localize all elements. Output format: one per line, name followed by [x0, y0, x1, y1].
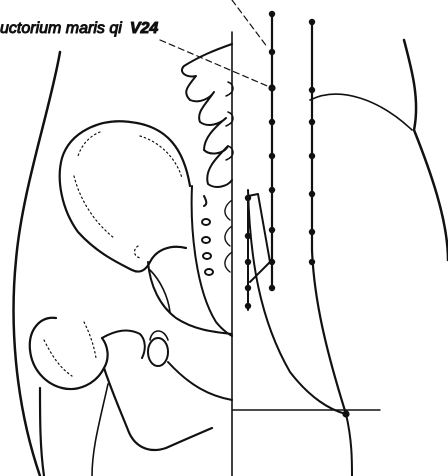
- gluteal-fold-upper: [310, 94, 412, 130]
- meridian-point: [309, 119, 315, 125]
- sacrum-ridge: [225, 200, 232, 272]
- leader-line-upper: [232, 0, 268, 48]
- meridian-point: [269, 227, 275, 233]
- left-body-contour: [14, 52, 60, 476]
- meridian-line-outer: [312, 20, 346, 414]
- femur-texture-1: [44, 340, 72, 376]
- sacral-foramen-1: [202, 219, 210, 225]
- meridian-point: [309, 229, 315, 235]
- point-label: uctorium maris qi V24: [0, 20, 158, 37]
- femur-texture-2: [84, 322, 96, 358]
- obturator-foramen: [148, 338, 168, 366]
- pubic-ramus: [168, 362, 232, 400]
- meridian-point: [269, 11, 275, 17]
- gluteal-curve-lower: [346, 414, 352, 476]
- meridian-point: [245, 259, 251, 265]
- meridian-point: [245, 303, 251, 309]
- leader-line-v24: [160, 40, 272, 88]
- meridian-point: [245, 285, 251, 291]
- meridian-point: [269, 187, 275, 193]
- meridian-point: [342, 410, 349, 417]
- meridian-point: [269, 119, 275, 125]
- meridian-point: [269, 153, 275, 159]
- meridian-point: [309, 259, 315, 265]
- femur-shaft-left: [40, 388, 44, 476]
- ilium-texture-1: [140, 136, 182, 178]
- sacral-foramen-3: [203, 253, 211, 259]
- ischial-ramus: [150, 270, 170, 312]
- ischium-outline: [148, 262, 232, 334]
- meridian-point: [245, 195, 251, 201]
- right-buttock-contour: [404, 40, 448, 260]
- meridian-points: [245, 11, 350, 418]
- meridian-point-v24: [268, 84, 275, 91]
- femur-shaft-right: [92, 384, 108, 476]
- sacral-foramina: [202, 219, 213, 275]
- meridian-point: [269, 259, 275, 265]
- sacral-foramen-2: [202, 237, 210, 243]
- point-name: uctorium maris qi: [0, 20, 122, 37]
- meridian-point: [245, 233, 251, 239]
- sacral-foramen-top: [204, 196, 206, 206]
- meridian-point: [309, 191, 315, 197]
- meridian-point: [269, 49, 275, 55]
- femur-head: [30, 318, 108, 389]
- meridian-point: [269, 285, 275, 291]
- ilium-texture-2: [74, 176, 114, 238]
- meridian-point: [309, 87, 315, 93]
- femur-trochanter: [104, 368, 212, 450]
- sacral-foramen-4: [205, 269, 213, 275]
- meridian-point: [309, 153, 315, 159]
- spine-vertebrae: [182, 44, 232, 187]
- ilium-outline: [60, 121, 190, 271]
- acetabulum-texture: [135, 246, 142, 258]
- point-code: V24: [130, 20, 159, 37]
- ilium-texture-3: [78, 132, 100, 156]
- meridian-point: [309, 19, 315, 25]
